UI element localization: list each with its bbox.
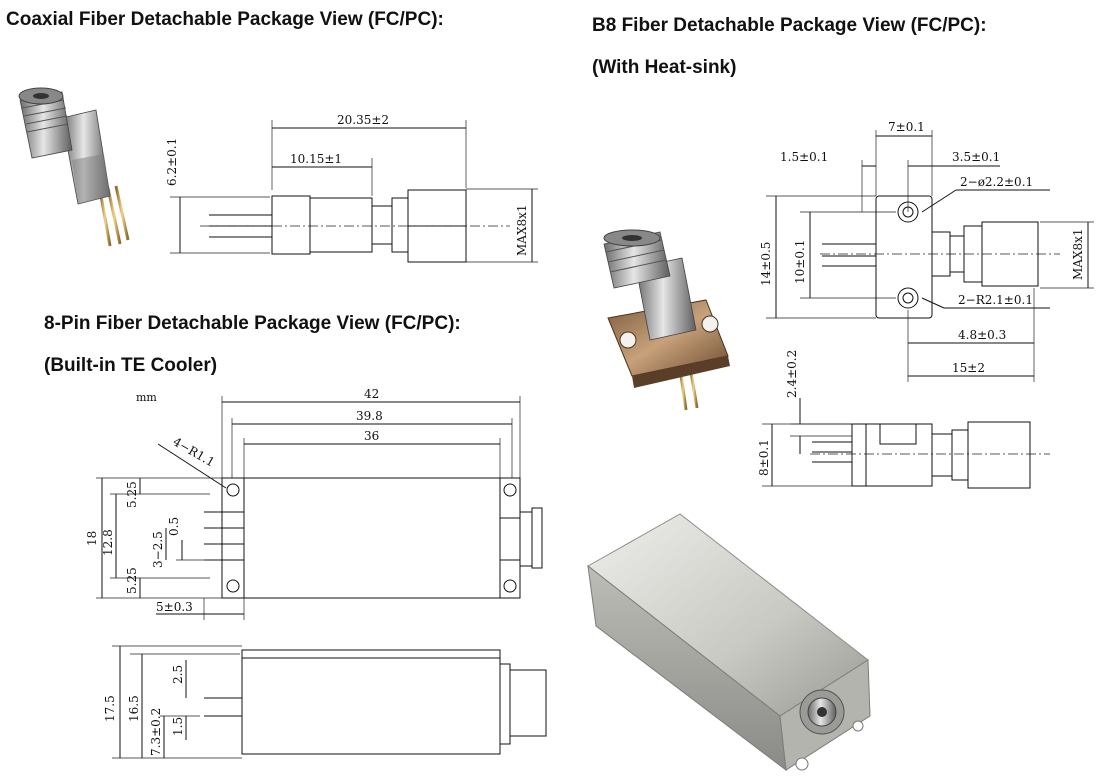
pin8-edge-bottom-label: 5.25 xyxy=(125,567,139,594)
pin8-inner-height-label: 12.8 xyxy=(101,529,115,556)
b8-top-width-label: 7±0.1 xyxy=(888,120,925,134)
pin8-subheading: (Built-in TE Cooler) xyxy=(44,355,218,376)
pin8-edge-top-label: 5.25 xyxy=(125,481,139,508)
pin8-heading: 8-Pin Fiber Detachable Package View (FC/… xyxy=(44,313,461,334)
b8-right-offset-label: 3.5±0.1 xyxy=(952,150,1000,164)
b8-hole-spacing-label: 10±0.1 xyxy=(793,240,807,284)
b8-side-top-label: 2.4±0.2 xyxy=(785,350,799,398)
b8-hole-to-edge-label: 4.8±0.3 xyxy=(958,328,1006,342)
pin8-top-drawing: mm 42 xyxy=(85,387,543,620)
pin8-inner-length-label: 36 xyxy=(364,429,379,443)
coaxial-photo xyxy=(18,87,130,247)
b8-side-drawing: 2.4±0.2 8±0.1 xyxy=(757,350,1050,489)
b8-height-label: 14±0.5 xyxy=(759,242,773,286)
pin8-side-drawing: 17.5 16.5 2.5 7.3±0.2 1.5 xyxy=(103,645,547,759)
b8-subheading: (With Heat-sink) xyxy=(592,57,737,78)
b8-hole-label: 2−ø2.2±0.1 xyxy=(960,175,1033,189)
b8-heading: B8 Fiber Detachable Package View (FC/PC)… xyxy=(592,15,987,36)
coaxial-total-length-label: 20.35±2 xyxy=(337,113,389,127)
pin8-total-length-label: 42 xyxy=(364,387,379,401)
pin8-side-base-label: 7.3±0.2 xyxy=(149,708,163,756)
coaxial-drawing: 6.2±0.1 20.35±2 10.15±1 MAX8x1 xyxy=(165,113,538,263)
pin8-height-label: 18 xyxy=(85,531,99,546)
b8-side-height-label: 8±0.1 xyxy=(757,439,771,476)
pin8-side-pin-gap-label: 1.5 xyxy=(171,717,185,736)
pin8-pin-offset-label: 5±0.3 xyxy=(156,600,193,614)
pin8-mid-length-label: 39.8 xyxy=(356,409,383,423)
coaxial-body-length-label: 10.15±1 xyxy=(290,152,342,166)
coaxial-max-diameter-label: MAX8x1 xyxy=(515,204,529,256)
unit-label: mm xyxy=(136,391,157,404)
pin8-side-height-label: 17.5 xyxy=(103,695,117,722)
b8-max-diameter-label: MAX8x1 xyxy=(1071,228,1085,280)
pin8-corner-radius-label: 4−R1.1 xyxy=(171,434,218,469)
coaxial-height-label: 6.2±0.1 xyxy=(165,138,179,186)
b8-left-offset-label: 1.5±0.1 xyxy=(780,150,828,164)
b8-fiber-length-label: 15±2 xyxy=(952,361,985,375)
b8-radius-label: 2−R2.1±0.1 xyxy=(958,293,1033,307)
pin8-side-inner-label: 16.5 xyxy=(127,695,141,722)
b8-top-drawing: 7±0.1 1.5±0.1 3.5±0.1 2−ø2.2±0.1 14±0.5 … xyxy=(759,120,1094,382)
b8-photo xyxy=(603,229,730,411)
pin8-pin-pitch-label: 0.5 xyxy=(167,517,181,536)
pin8-side-pin-top-label: 2.5 xyxy=(171,665,185,684)
pin8-pin-group-label: 3−2.5 xyxy=(151,531,165,568)
module-photo xyxy=(587,513,871,772)
coaxial-heading: Coaxial Fiber Detachable Package View (F… xyxy=(6,9,444,30)
